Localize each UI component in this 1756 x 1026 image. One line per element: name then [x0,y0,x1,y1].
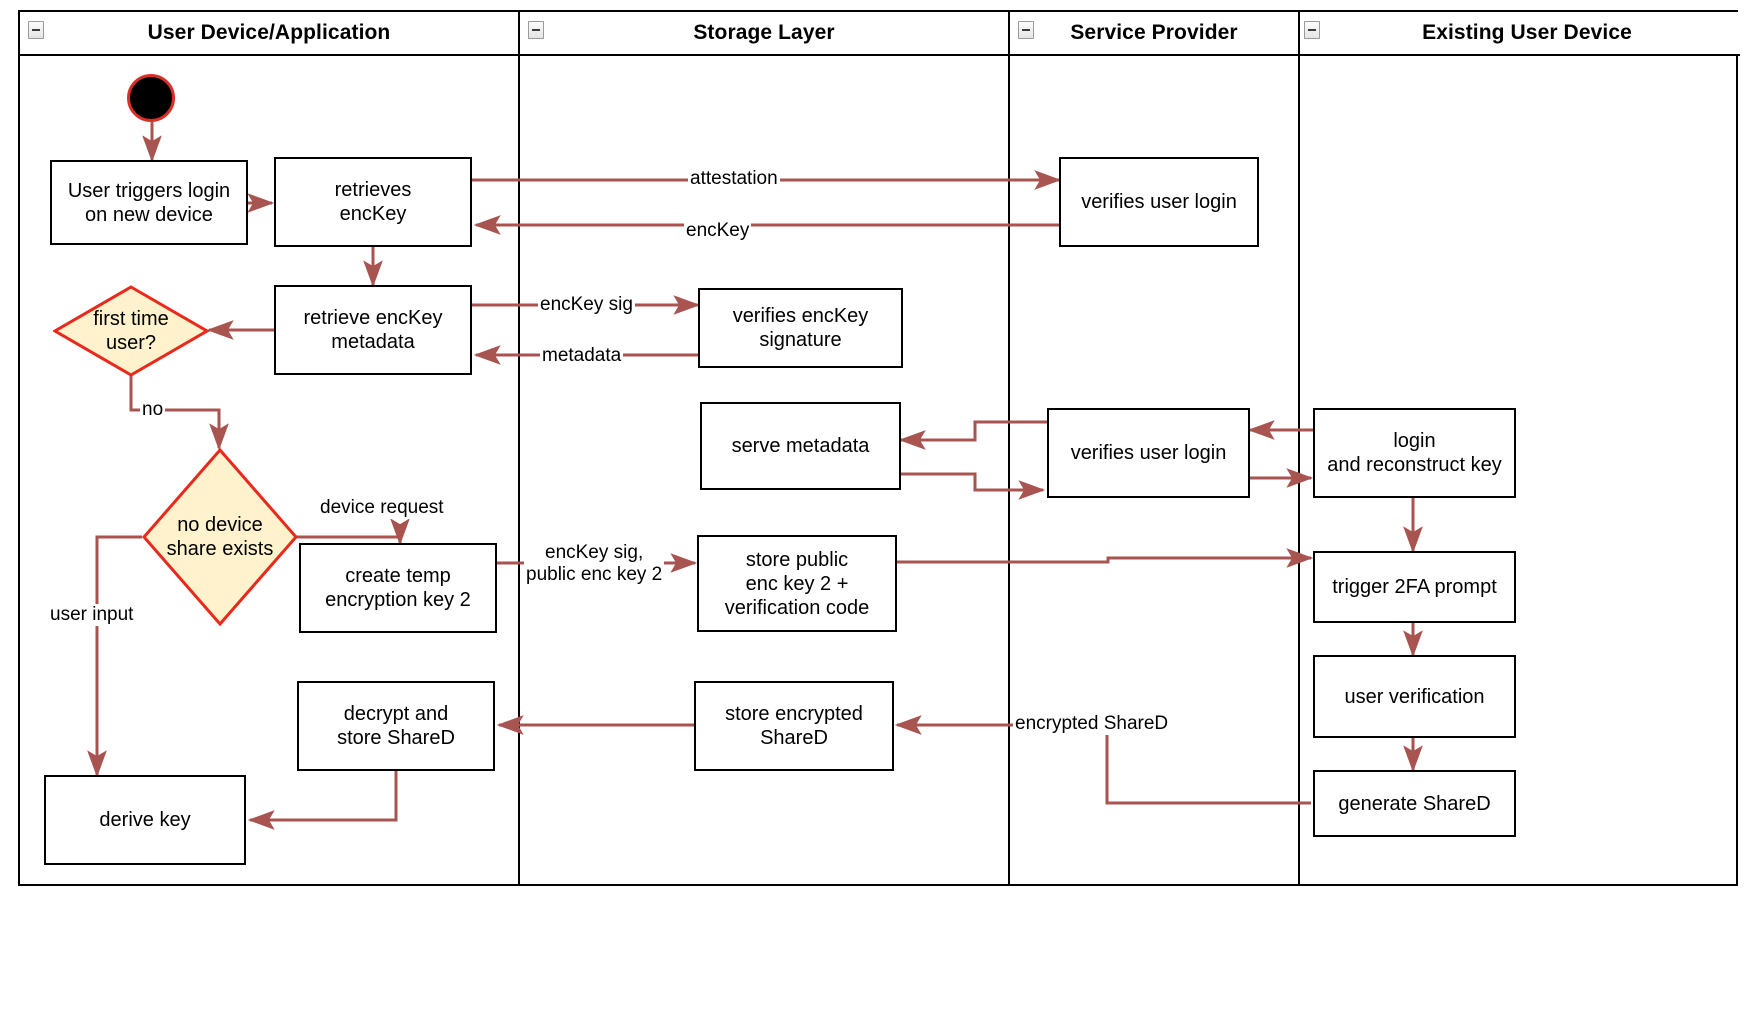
node-verifies-user-login-2[interactable]: verifies user login [1047,408,1250,498]
collapse-minus-icon[interactable] [1018,21,1034,39]
node-create-temp-encryption-key-2[interactable]: create temp encryption key 2 [299,543,497,633]
node-generate-shared[interactable]: generate ShareD [1313,770,1516,837]
node-user-triggers-login[interactable]: User triggers login on new device [50,160,248,245]
edge-label-attestation: attestation [688,168,780,190]
swimlane-title-user-device: User Device/Application [147,21,391,44]
collapse-minus-icon[interactable] [528,21,544,39]
diamond-shape [53,285,209,377]
edge-label-encrypted-shared: encrypted ShareD [1013,713,1171,735]
node-retrieves-enckey[interactable]: retrieves encKey [274,157,472,247]
swimlane-header-user-device: User Device/Application [20,12,518,56]
node-no-device-share-exists[interactable]: no device share exists [142,448,298,626]
node-serve-metadata[interactable]: serve metadata [700,402,901,490]
node-first-time-user[interactable]: first time user? [53,285,209,377]
edge-label-enckey-sig: encKey sig [538,294,635,316]
collapse-minus-icon[interactable] [1304,21,1320,39]
diamond-shape [142,448,298,626]
swimlane-header-storage-layer: Storage Layer [520,12,1008,56]
swimlane-title-storage-layer: Storage Layer [693,21,835,44]
node-no-device-share-exists-label: no device share exists [166,514,274,560]
node-verifies-enckey-signature[interactable]: verifies encKey signature [698,288,903,368]
swimlane-header-service-provider: Service Provider [1010,12,1298,56]
node-login-and-reconstruct-key[interactable]: login and reconstruct key [1313,408,1516,498]
edge-label-user-input: user input [48,604,136,626]
node-decrypt-and-store-shared[interactable]: decrypt and store ShareD [297,681,495,771]
edge-label-enckey: encKey [684,220,752,242]
collapse-minus-icon[interactable] [28,21,44,39]
edge-label-enckey-sig-public-enc-key-2: encKey sig, public enc key 2 [524,542,665,586]
swimlane-service-provider[interactable]: Service Provider [1010,12,1300,884]
edge-label-no: no [140,399,166,421]
swimlane-header-existing-user-device: Existing User Device [1300,12,1740,56]
swimlane-storage-layer[interactable]: Storage Layer [520,12,1010,884]
node-first-time-user-label: first time user? [93,308,169,354]
node-store-encrypted-shared[interactable]: store encrypted ShareD [694,681,894,771]
node-trigger-2fa-prompt[interactable]: trigger 2FA prompt [1313,551,1516,623]
edge-label-device-request: device request [318,497,446,519]
node-user-verification[interactable]: user verification [1313,655,1516,738]
swimlane-existing-user-device[interactable]: Existing User Device [1300,12,1740,884]
edge-label-metadata: metadata [540,345,624,367]
swimlane-title-existing-user-device: Existing User Device [1422,21,1632,44]
node-verifies-user-login-1[interactable]: verifies user login [1059,157,1259,247]
swimlane-user-device[interactable]: User Device/Application [20,12,520,884]
node-store-public-enc-key-2[interactable]: store public enc key 2 + verification co… [697,535,897,632]
start-node[interactable] [127,74,175,122]
node-retrieve-enckey-metadata[interactable]: retrieve encKey metadata [274,285,472,375]
swimlane-title-service-provider: Service Provider [1070,21,1238,44]
node-derive-key[interactable]: derive key [44,775,246,865]
